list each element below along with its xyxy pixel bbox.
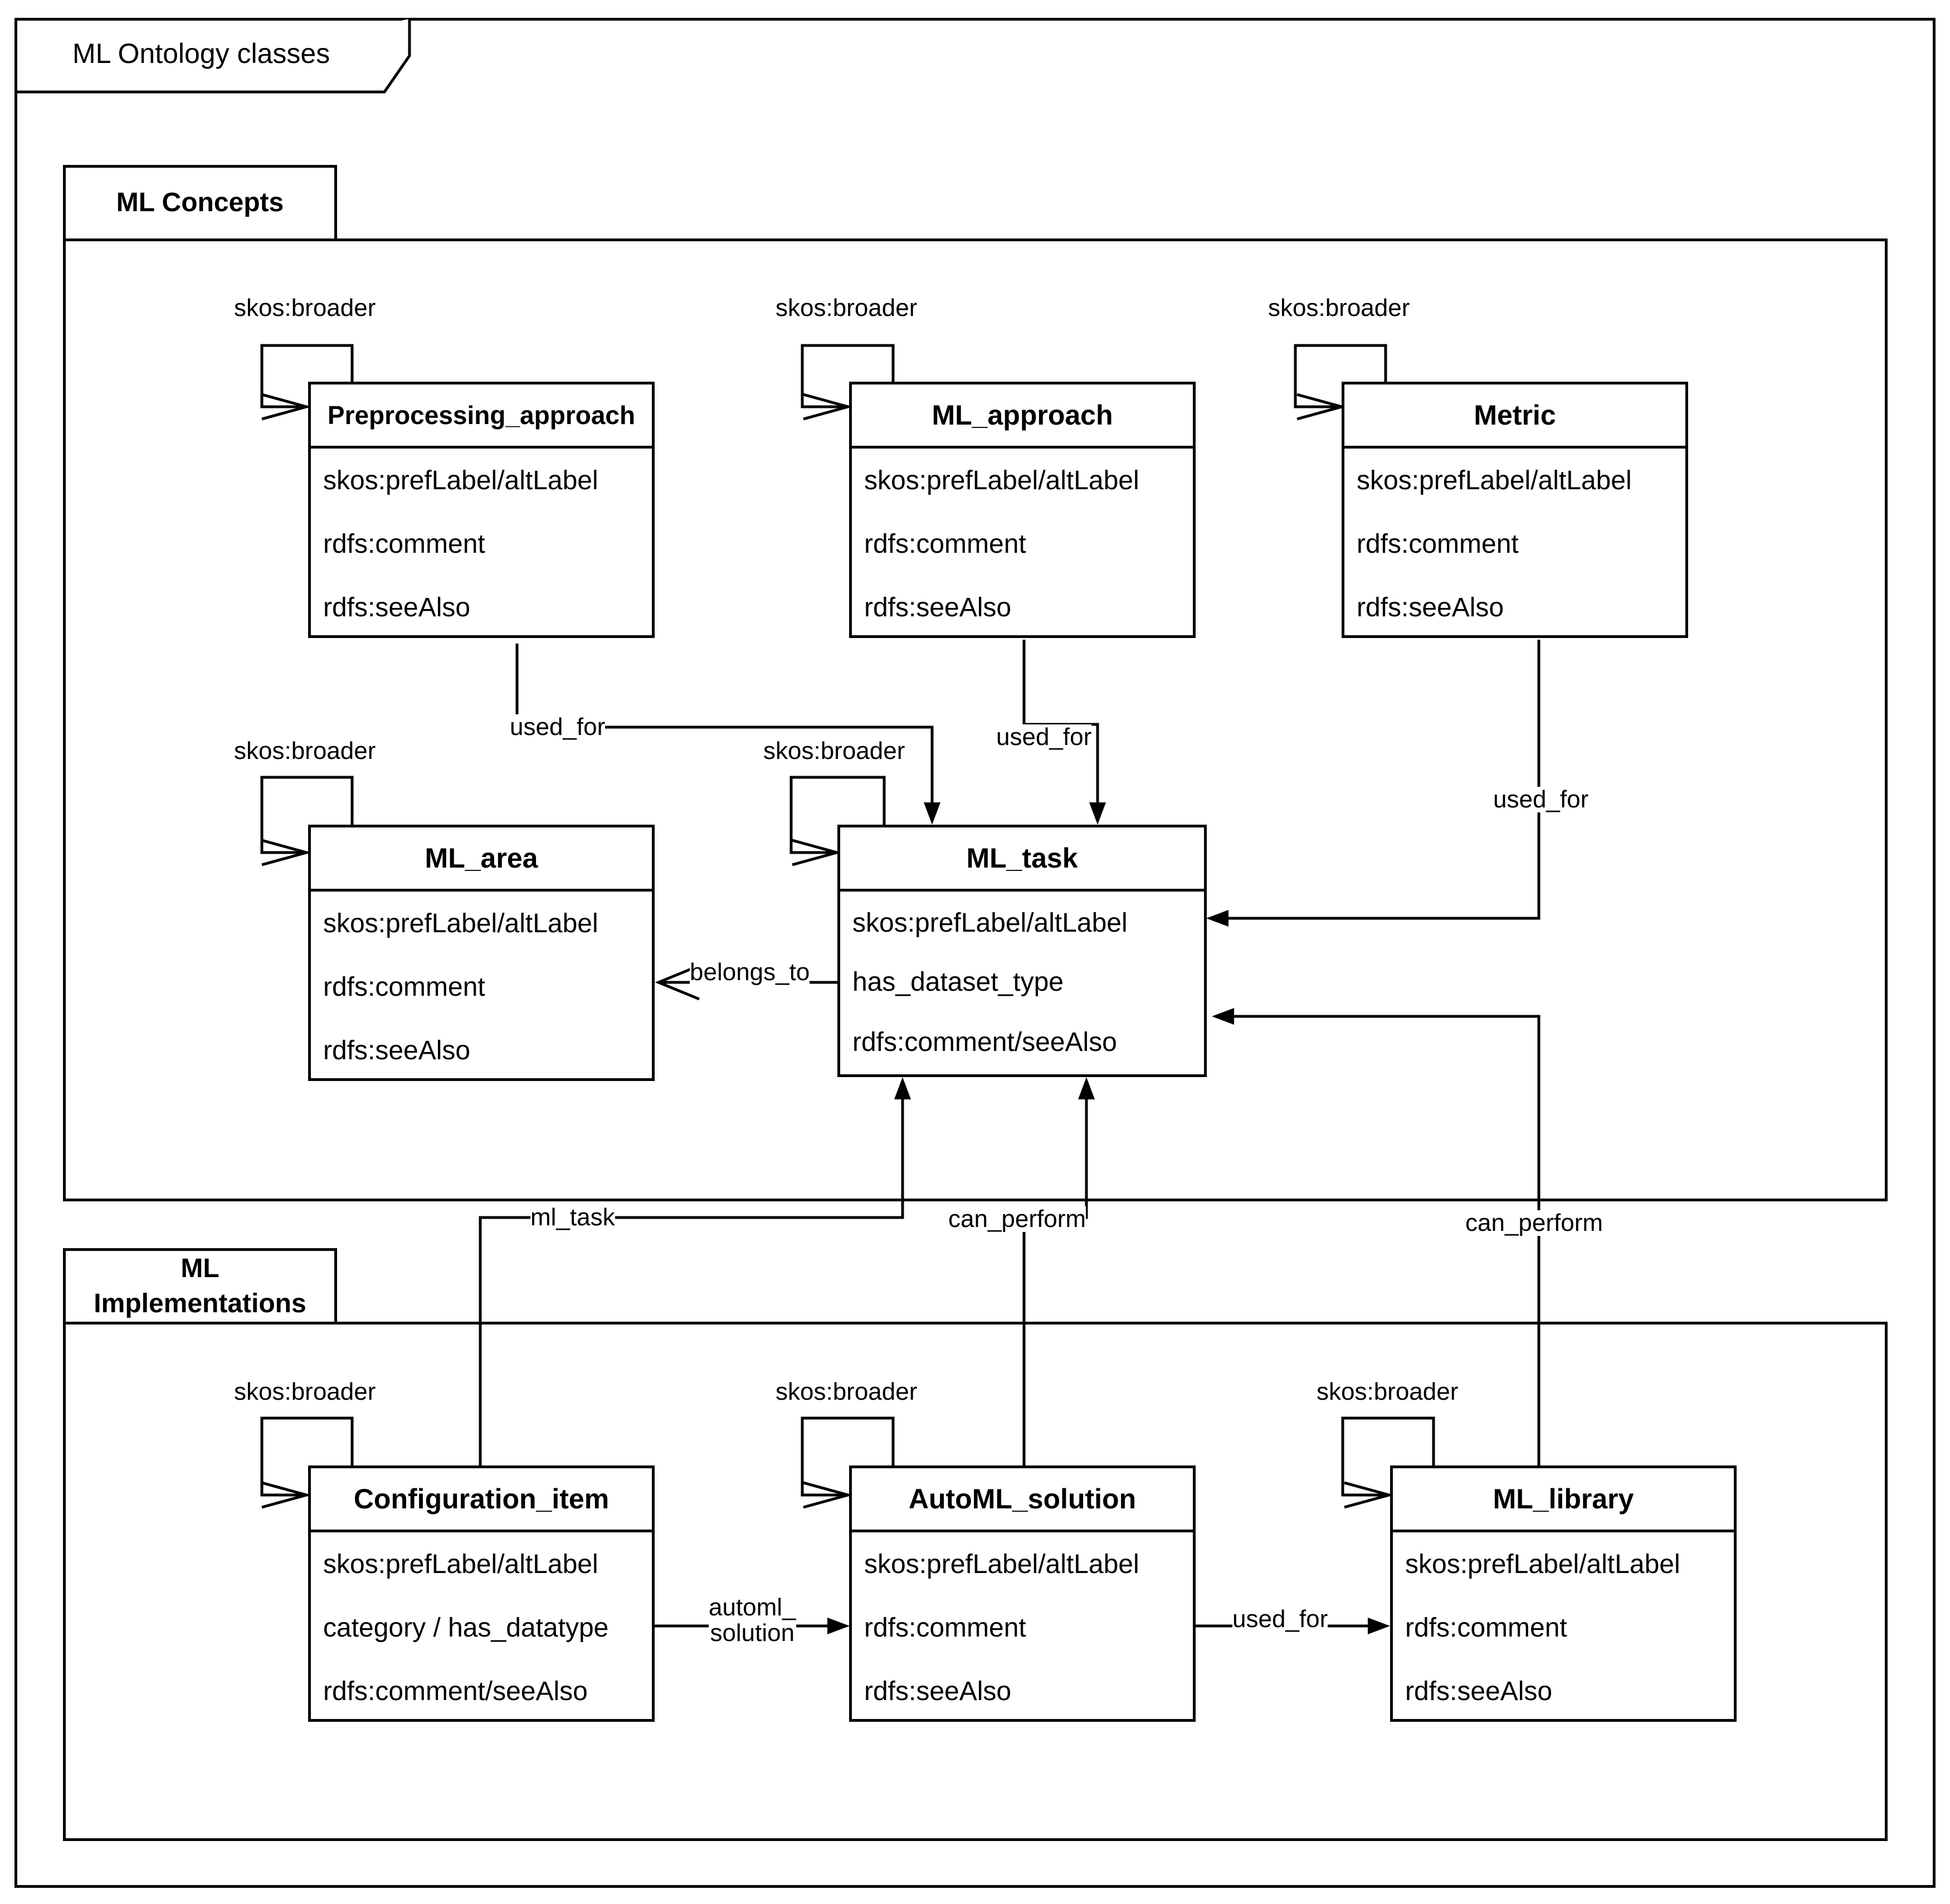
package-ml-implementations-tab-line2: Implementations [94,1288,306,1318]
label-used-for: used_for [1493,786,1589,813]
class-attribute: skos:prefLabel/altLabel [323,465,598,495]
self-loop-ml-area [260,776,354,854]
class-attribute: rdfs:seeAlso [1405,1676,1553,1706]
label-skos-broader: skos:broader [1317,1378,1459,1405]
class-metric[interactable]: Metric skos:prefLabel/altLabel rdfs:comm… [1342,382,1688,638]
class-attribute: rdfs:comment [1357,529,1519,559]
self-loop-ml-library [1341,1416,1435,1497]
self-loop-ml-task [789,776,886,854]
label-skos-broader: skos:broader [776,294,918,322]
label-used-for: used_for [996,723,1092,751]
self-loop-preprocessing [260,344,354,408]
class-configuration-item[interactable]: Configuration_item skos:prefLabel/altLab… [308,1465,655,1722]
label-can-perform: can_perform [1465,1209,1603,1236]
class-attribute: skos:prefLabel/altLabel [864,1549,1139,1579]
package-ml-implementations-tab-line1: ML [181,1254,220,1284]
class-attribute: skos:prefLabel/altLabel [1357,465,1632,495]
self-loop-automl [801,1416,895,1497]
self-loop-configuration [260,1416,354,1497]
class-automl-solution[interactable]: AutoML_solution skos:prefLabel/altLabel … [849,1465,1196,1722]
label-skos-broader: skos:broader [1268,294,1410,322]
class-ml-area[interactable]: ML_area skos:prefLabel/altLabel rdfs:com… [308,825,655,1081]
class-title: AutoML_solution [852,1468,1193,1532]
label-automl-solution: automl_ solution [709,1594,796,1647]
label-skos-broader: skos:broader [776,1378,918,1405]
class-attribute: skos:prefLabel/altLabel [323,908,598,938]
label-skos-broader: skos:broader [234,1378,376,1405]
class-attribute: rdfs:comment/seeAlso [852,1027,1117,1057]
class-title: Configuration_item [311,1468,652,1532]
class-title: Preprocessing_approach [311,384,652,449]
outer-title: ML Ontology classes [72,38,330,69]
class-title: Metric [1344,384,1685,449]
label-used-for: used_for [510,713,606,741]
label-skos-broader: skos:broader [763,737,905,764]
outer-frame [14,18,1936,1888]
class-attribute: category / has_datatype [323,1613,609,1643]
label-skos-broader: skos:broader [234,294,376,322]
label-used-for: used_for [1232,1605,1328,1633]
package-ml-concepts-tab: ML Concepts [63,165,337,241]
class-title: ML_approach [852,384,1193,449]
edge-automl-can-perform [1022,1091,1088,1465]
label-ml-task: ml_task [530,1204,615,1231]
label-automl-solution-line1: automl_ [709,1594,796,1621]
edge-metric-used-for [1220,640,1540,920]
label-can-perform: can_perform [948,1205,1086,1233]
class-ml-library[interactable]: ML_library skos:prefLabel/altLabel rdfs:… [1390,1465,1737,1722]
class-attribute: skos:prefLabel/altLabel [864,465,1139,495]
class-attribute: rdfs:seeAlso [864,592,1012,622]
self-loop-metric [1294,344,1387,408]
edge-preprocessing-used-for [515,644,934,811]
class-attribute: rdfs:comment [864,1613,1026,1643]
class-attribute: rdfs:seeAlso [864,1676,1012,1706]
class-attribute: skos:prefLabel/altLabel [852,908,1128,938]
package-ml-concepts [63,238,1888,1201]
class-attribute: rdfs:comment [323,529,485,559]
edge-config-ml-task [479,1091,904,1465]
class-preprocessing-approach[interactable]: Preprocessing_approach skos:prefLabel/al… [308,382,655,638]
class-ml-task[interactable]: ML_task skos:prefLabel/altLabel has_data… [837,825,1207,1077]
class-attribute: rdfs:seeAlso [323,592,471,622]
class-title: ML_task [840,827,1204,892]
class-attribute: skos:prefLabel/altLabel [1405,1549,1680,1579]
label-automl-solution-line2: solution [710,1619,795,1647]
class-attribute: has_dataset_type [852,967,1064,997]
class-attribute: rdfs:comment [1405,1613,1567,1643]
package-ml-implementations [63,1322,1888,1841]
class-attribute: skos:prefLabel/altLabel [323,1549,598,1579]
class-ml-approach[interactable]: ML_approach skos:prefLabel/altLabel rdfs… [849,382,1196,638]
self-loop-ml-approach [801,344,895,408]
class-title: ML_area [311,827,652,892]
class-attribute: rdfs:comment [323,972,485,1002]
edge-library-can-perform [1226,1015,1540,1465]
label-belongs-to: belongs_to [690,958,810,986]
class-attribute: rdfs:comment/seeAlso [323,1676,588,1706]
package-ml-implementations-tab: ML Implementations [63,1248,337,1324]
class-attribute: rdfs:seeAlso [1357,592,1504,622]
class-title: ML_library [1393,1468,1734,1532]
class-attribute: rdfs:comment [864,529,1026,559]
class-attribute: rdfs:seeAlso [323,1035,471,1065]
label-skos-broader: skos:broader [234,737,376,764]
